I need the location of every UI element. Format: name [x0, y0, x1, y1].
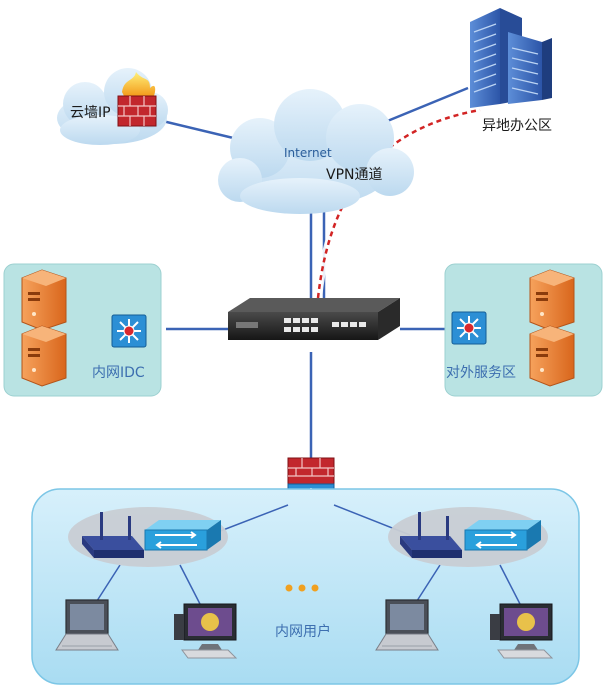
internet-cloud-icon	[218, 89, 414, 214]
vpn-tunnel-label: VPN通道	[326, 167, 383, 183]
left-access-switch-icon	[144, 519, 222, 551]
cloud-firewall-label: 云墙IP	[70, 105, 111, 121]
left-group-to-laptop-link	[94, 564, 121, 605]
left-group-to-desktop-link	[179, 564, 201, 605]
office-building-icon	[470, 8, 552, 108]
ellipsis-dots-icon	[285, 584, 319, 592]
service-layer3-switch-icon	[451, 311, 487, 345]
internet-label: Internet	[284, 146, 332, 160]
lan-users-label: 内网用户	[275, 624, 331, 640]
idc-server-icon-1	[21, 269, 67, 331]
office-to-internet-link	[384, 86, 469, 124]
service-server-icon-2	[529, 325, 575, 387]
remote-office-label: 异地办公区	[482, 118, 552, 134]
idc-layer3-switch-icon	[111, 314, 147, 348]
right-group-to-laptop-link	[414, 564, 441, 605]
gateway-firewall-icon	[287, 457, 335, 485]
right-access-switch-icon	[464, 519, 542, 551]
core-rack-switch-icon	[228, 298, 400, 340]
idc-server-icon-2	[21, 325, 67, 387]
public-service-zone-label: 对外服务区	[446, 365, 516, 381]
right-group-to-desktop-link	[499, 564, 521, 605]
idc-zone-label: 内网IDC	[92, 365, 145, 381]
firewall-icon	[117, 72, 157, 127]
service-server-icon-1	[529, 269, 575, 331]
